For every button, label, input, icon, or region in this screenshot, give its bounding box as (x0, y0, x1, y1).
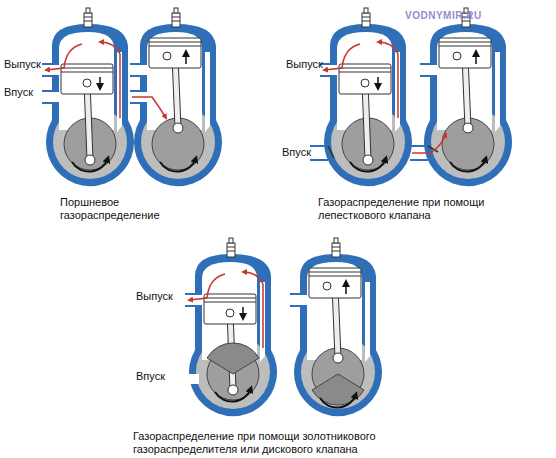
port-label: Выпуск (286, 58, 323, 71)
port-label: Впуск (136, 370, 165, 383)
port-label: Впуск (282, 146, 311, 159)
figure-caption: Газораспределение при помощи золотниково… (133, 430, 395, 456)
port-label: Выпуск (136, 290, 173, 303)
port-label: Впуск (4, 86, 33, 99)
figure-caption: Газораспределение при помощи лепестковог… (318, 196, 496, 222)
watermark: VODNYMIR.RU (405, 9, 482, 22)
port-label: Выпуск (4, 58, 41, 71)
figure-caption: Поршневое газораспределение (60, 196, 172, 222)
